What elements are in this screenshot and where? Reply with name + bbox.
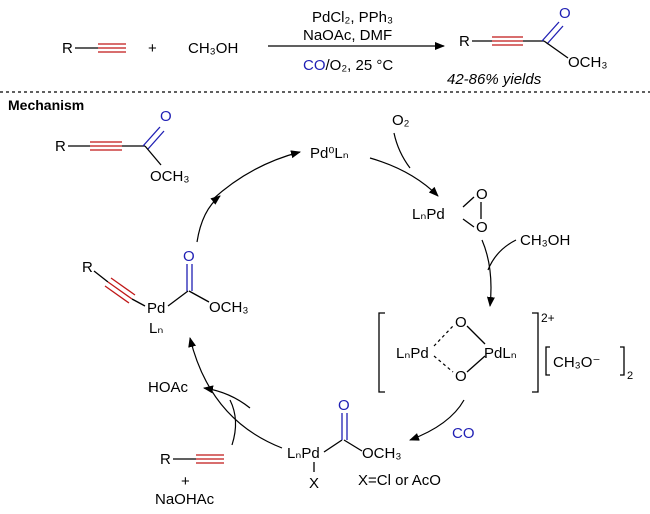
acylpd-ome: OCH₃ <box>362 445 401 462</box>
o2-entry-curve <box>393 132 411 169</box>
product-r-label: R <box>459 33 470 50</box>
methanol-reagent-mech: CH₃OH <box>520 232 570 249</box>
x-definition-note: X=Cl or AcO <box>358 472 441 489</box>
dimer-o-top: O <box>455 314 467 331</box>
mech-product-ome: OCH₃ <box>150 168 189 185</box>
reactant-r-label: R <box>62 40 73 57</box>
arrow-hoac-release <box>203 385 251 409</box>
dimer-pd-left: LₙPd <box>396 345 429 362</box>
peroxo-o-top: O <box>476 186 488 203</box>
arrow-to-pd0 <box>211 150 301 201</box>
peroxo-pd: LₙPd <box>412 206 445 223</box>
product-carbonyl-o: O <box>559 5 571 22</box>
arrow-peroxo-to-dimer <box>481 239 495 307</box>
arrow-dimer-to-acylpd <box>409 399 465 441</box>
methanol-reagent: CH₃OH <box>188 40 238 57</box>
alkynylpd-carbonyl-o: O <box>183 248 195 265</box>
alkynylpd-ln: Lₙ <box>149 320 163 337</box>
peroxo-o-bottom: O <box>476 219 488 236</box>
alkynylpd-pd: Pd <box>147 300 165 317</box>
conditions-line-1: PdCl₂, PPh₃ <box>312 9 393 26</box>
o2-reagent: O₂ <box>392 112 410 129</box>
co-reagent-mech: CO <box>452 425 475 442</box>
conditions-line-2: NaOAc, DMF <box>303 27 392 44</box>
incoming-alkyne: R <box>160 451 224 468</box>
arrow-acylpd-to-alkynylpd <box>188 337 283 449</box>
methoxide-label: CH₃O⁻ <box>553 354 600 371</box>
reactant-alkyne-bonds <box>75 43 126 53</box>
conditions-o2-temp: /O₂, 25 °C <box>326 57 394 74</box>
dimer-o-bottom: O <box>455 368 467 385</box>
product-structure: R O OCH₃ <box>459 5 607 71</box>
alkynyl-acyl-pd-complex: R Pd Lₙ O OCH₃ <box>82 248 248 337</box>
mechanism-heading: Mechanism <box>8 97 84 113</box>
naohac-reagent: NaOHAc <box>155 491 215 508</box>
overall-reaction: R + CH₃OH PdCl₂, PPh₃ NaOAc, DMF CO/O₂, … <box>62 5 607 88</box>
pd0-catalyst: Pd⁰Lₙ <box>310 145 349 162</box>
conditions-line-3: CO/O₂, 25 °C <box>303 57 393 74</box>
plus-sign: + <box>148 40 157 57</box>
acylpd-x: X <box>309 475 319 492</box>
mech-product-r: R <box>55 138 66 155</box>
alkynylpd-ome: OCH₃ <box>209 299 248 316</box>
alkyne-entry-curve <box>229 399 237 446</box>
acylpd-carbonyl-o: O <box>338 397 350 414</box>
methoxide-subscript: 2 <box>627 370 633 382</box>
acylpd-pd: LₙPd <box>287 445 320 462</box>
methoxide-counterion: CH₃O⁻ 2 <box>545 346 633 382</box>
acyl-pd-complex: LₙPd O OCH₃ X <box>287 397 401 492</box>
arrow-pd0-to-peroxo <box>369 157 439 197</box>
mechanism-product: R O OCH₃ <box>55 108 189 185</box>
conditions-co: CO <box>303 57 326 74</box>
alkynylpd-r: R <box>82 259 93 276</box>
pd-dimer-complex: LₙPd PdLₙ O O 2+ <box>378 311 555 393</box>
hoac-byproduct: HOAc <box>148 379 189 396</box>
plus-sign-mech: + <box>181 473 190 490</box>
methanol-entry-curve <box>487 239 517 271</box>
yields-label: 42-86% yields <box>447 71 542 88</box>
dimer-pd-right: PdLₙ <box>484 345 517 362</box>
product-ome: OCH₃ <box>568 54 607 71</box>
mech-product-carbonyl-o: O <box>160 108 172 125</box>
arrow-alkynylpd-to-product <box>196 195 221 243</box>
peroxo-complex: LₙPd O O <box>412 186 488 236</box>
dimer-charge: 2+ <box>541 311 555 325</box>
alkyne-r: R <box>160 451 171 468</box>
